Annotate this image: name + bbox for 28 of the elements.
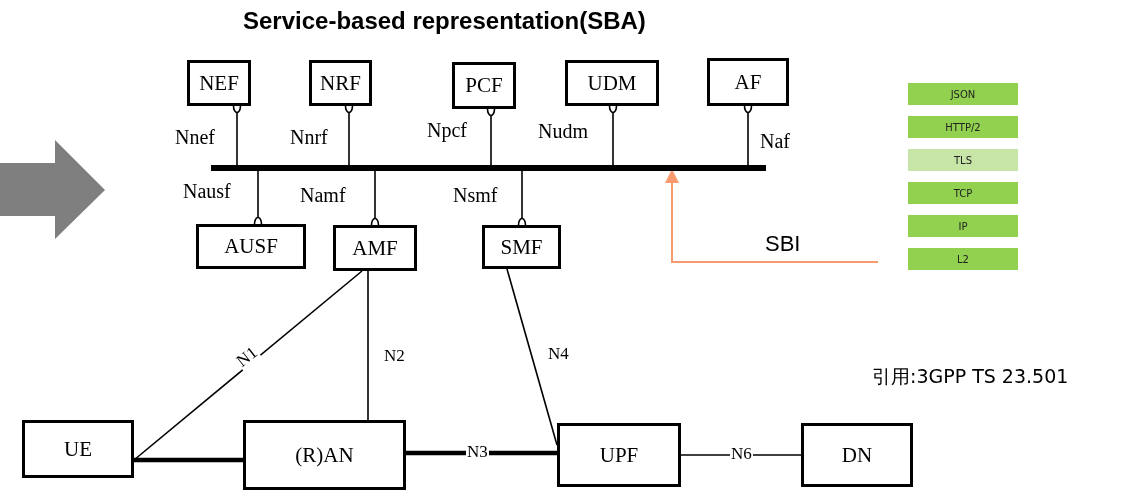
network-function-box: AUSF — [196, 224, 306, 269]
protocol-layer: IP — [908, 215, 1018, 237]
network-function-box: AF — [707, 58, 789, 106]
connector-line — [134, 457, 243, 463]
connector-line — [406, 450, 557, 456]
network-function-box: SMF — [482, 225, 561, 269]
protocol-layer: JSON — [908, 83, 1018, 105]
title: Service-based representation(SBA) — [243, 8, 646, 35]
network-function-box: UDM — [565, 60, 659, 106]
network-function-box: UPF — [557, 423, 681, 487]
connector-line — [506, 268, 558, 446]
protocol-layer: TLS — [908, 149, 1018, 171]
connector-line — [367, 270, 369, 421]
protocol-layer: TCP — [908, 182, 1018, 204]
network-function-box: DN — [801, 423, 913, 487]
citation-note: 引用:3GPP TS 23.501 — [872, 366, 1069, 387]
network-function-box: PCF — [452, 62, 516, 109]
network-function-box: NRF — [309, 60, 372, 106]
arrow — [665, 169, 879, 263]
edge-label: SBI — [765, 232, 801, 257]
network-function-box: UE — [22, 420, 134, 478]
network-function-box: AMF — [333, 225, 417, 271]
connector-line — [133, 270, 363, 461]
network-function-box: (R)AN — [243, 420, 406, 490]
network-function-box: NEF — [187, 60, 251, 106]
protocol-layer: L2 — [908, 248, 1018, 270]
protocol-layer: HTTP/2 — [908, 116, 1018, 138]
edge-label: Npcf — [427, 119, 467, 141]
